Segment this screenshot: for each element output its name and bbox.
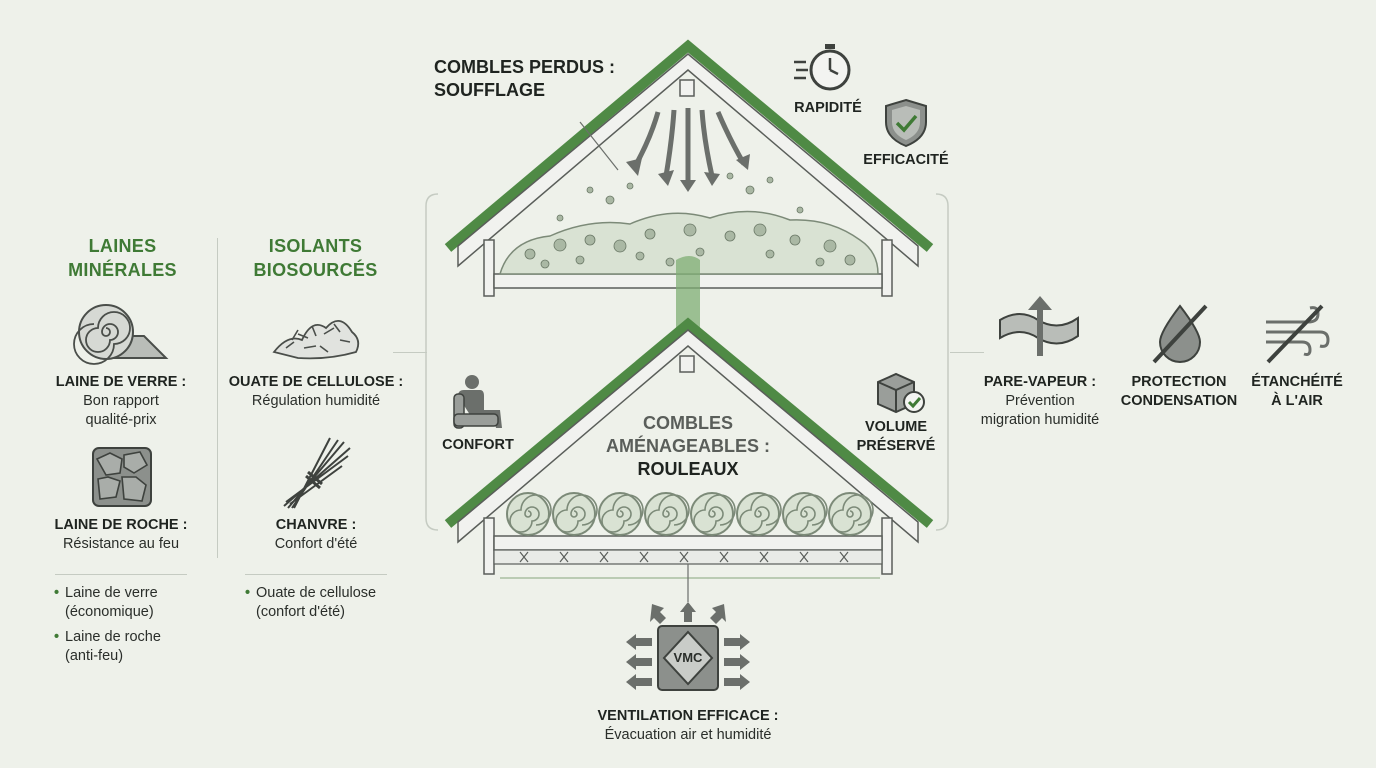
volume-line2: PRÉSERVÉ (856, 438, 936, 454)
hemp-bundle-icon (283, 437, 351, 509)
glass-desc-line1: Bon rapport (83, 393, 159, 409)
hemp-desc: Confort d'été (274, 536, 358, 552)
bullet-dot: • (54, 585, 60, 601)
bio-title-line2: BIOSOURCÉS (253, 260, 378, 280)
cellulose-desc: Régulation humidité (251, 393, 381, 409)
habitable-title-line2: AMÉNAGEABLES : (605, 436, 770, 456)
bio-title-line1: ISOLANTS (268, 236, 363, 256)
mineral-bullet-2: • Laine de roche (anti-feu) (54, 628, 161, 666)
volume-line1: VOLUME (864, 419, 928, 435)
bio-bullets-divider (245, 574, 387, 575)
box-check-icon (877, 372, 925, 414)
no-drop-icon (1152, 304, 1208, 364)
glass-wool-title: LAINE DE VERRE : (55, 374, 187, 390)
volume-label: VOLUME PRÉSERVÉ (846, 418, 946, 456)
efficiency-label: EFFICACITÉ (863, 152, 949, 168)
glass-desc-line2: qualité-prix (85, 412, 157, 428)
right-connector (950, 352, 984, 353)
center-bracket-left (425, 193, 439, 531)
vapor-barrier-icon (999, 296, 1079, 356)
armchair-person-icon (453, 375, 502, 429)
connection-trunk (676, 256, 700, 330)
hemp-title: CHANVRE : (275, 517, 357, 533)
speed-label: RAPIDITÉ (794, 100, 862, 116)
ventilation-desc: Évacuation air et humidité (604, 727, 772, 743)
top-attic (444, 39, 934, 297)
bullet-dot: • (245, 585, 251, 601)
condensation-line1: PROTECTION (1131, 374, 1227, 390)
no-wind-icon (1266, 304, 1330, 364)
bullet-text: Ouate de cellulose (256, 585, 377, 601)
cellulose-title: OUATE DE CELLULOSE : (228, 374, 404, 390)
bullet-dot: • (54, 629, 60, 645)
vapor-barrier-title: PARE-VAPEUR : (983, 374, 1097, 390)
airtight-line1: ÉTANCHÉITÉ (1251, 374, 1343, 390)
bottom-attic (444, 317, 934, 575)
lost-attic-title-line1: COMBLES PERDUS : (434, 57, 616, 77)
center-bracket-right (935, 193, 949, 531)
stopwatch-icon (794, 44, 851, 91)
condensation-line2: CONDENSATION (1120, 393, 1238, 409)
comfort-label: CONFORT (442, 437, 514, 453)
cellulose-flakes-icon (272, 320, 360, 360)
rock-wool-desc: Résistance au feu (62, 536, 180, 552)
glass-wool-desc: Bon rapport qualité-prix (40, 392, 202, 430)
mineral-title-line2: MINÉRALES (68, 260, 177, 280)
rock-wool-title: LAINE DE ROCHE : (54, 517, 188, 533)
mineral-wool-title: LAINES MINÉRALES (50, 234, 195, 282)
vapor-desc-line2: migration humidité (980, 412, 1100, 428)
biosourced-title: ISOLANTS BIOSOURCÉS (238, 234, 393, 282)
mineral-bullet-1: • Laine de verre (économique) (54, 584, 158, 622)
habitable-title-line1: COMBLES (643, 413, 733, 433)
airtight-label: ÉTANCHÉITÉ À L'AIR (1240, 373, 1354, 411)
lost-attic-title-line2: SOUFFLAGE (434, 80, 545, 100)
rolled-wool-icon (73, 304, 169, 365)
rock-wool-icon (92, 447, 152, 507)
bullet-text: (confort d'été) (256, 604, 346, 620)
left-column-divider (217, 238, 218, 558)
condensation-label: PROTECTION CONDENSATION (1114, 373, 1244, 411)
bullet-text: (anti-feu) (65, 648, 124, 664)
habitable-title-line3: ROULEAUX (637, 459, 739, 479)
vmc-label: VMC (673, 650, 703, 665)
vapor-barrier-desc: Prévention migration humidité (966, 392, 1114, 430)
mineral-title-line1: LAINES (88, 236, 157, 256)
bullet-text: (économique) (65, 604, 154, 620)
ventilation-title: VENTILATION EFFICACE : (597, 708, 779, 724)
bullet-text: Laine de verre (65, 585, 158, 601)
habitable-attic-title: COMBLES AMÉNAGEABLES : ROULEAUX (574, 412, 802, 481)
left-connector (393, 352, 427, 353)
shield-check-icon (885, 98, 927, 148)
vmc-unit-icon (626, 602, 750, 691)
bio-bullet-1: • Ouate de cellulose (confort d'été) (245, 584, 377, 622)
lost-attic-title: COMBLES PERDUS : SOUFFLAGE (434, 56, 634, 102)
bullet-text: Laine de roche (65, 629, 161, 645)
vapor-desc-line1: Prévention (1005, 393, 1075, 409)
mineral-bullets-divider (55, 574, 187, 575)
house-diagram (444, 39, 934, 602)
airtight-line2: À L'AIR (1271, 393, 1323, 409)
